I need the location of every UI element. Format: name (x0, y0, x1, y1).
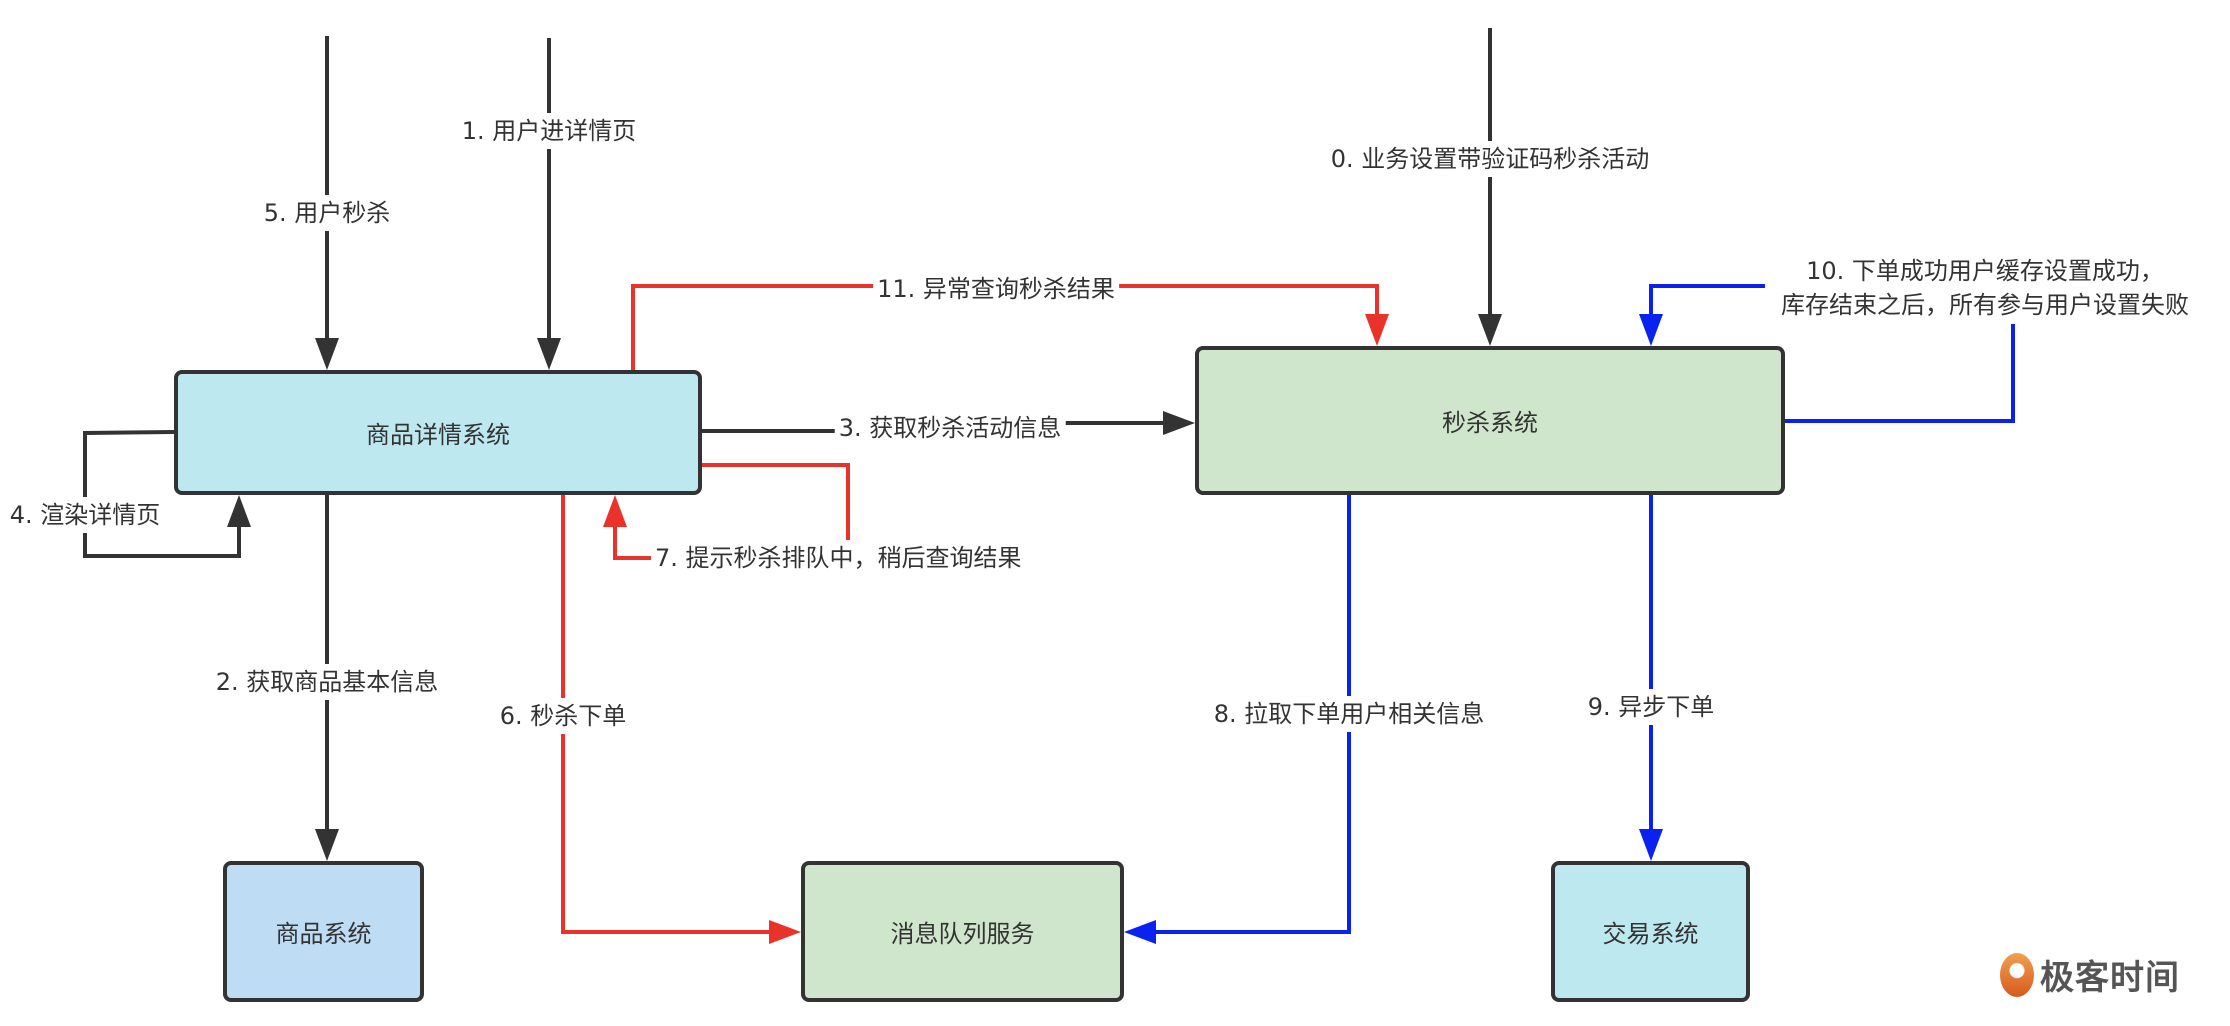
edge-label-2: 2. 获取商品基本信息 (211, 664, 443, 700)
geektime-logo-icon (2000, 952, 2034, 997)
edge-label-7: 7. 提示秒杀排队中，稍后查询结果 (651, 540, 1026, 576)
edge-label-11: 11. 异常查询秒杀结果 (873, 271, 1119, 307)
edge-label-0: 0. 业务设置带验证码秒杀活动 (1326, 141, 1654, 177)
edge-label-10: 10. 下单成功用户缓存设置成功， 库存结束之后，所有参与用户设置失败 (1777, 252, 2193, 324)
edge-label-8: 8. 拉取下单用户相关信息 (1209, 696, 1489, 732)
node-label: 秒杀系统 (1442, 409, 1538, 437)
edge-7 (603, 463, 850, 560)
node-detail-system[interactable]: 商品详情系统 (174, 370, 702, 495)
watermark-logo: 极客时间 (2000, 950, 2180, 999)
edge-8 (1124, 495, 1351, 944)
edge-5 (315, 36, 339, 370)
edge-10 (1639, 284, 2015, 423)
node-label: 消息队列服务 (890, 920, 1035, 948)
edge-label-10-line1: 10. 下单成功用户缓存设置成功， (1806, 257, 2164, 285)
node-trade-system[interactable]: 交易系统 (1551, 861, 1750, 1002)
edge-0 (1478, 28, 1502, 346)
edge-1 (537, 38, 561, 370)
edge-6 (561, 495, 801, 944)
node-seckill-system[interactable]: 秒杀系统 (1195, 346, 1785, 495)
edge-label-9: 9. 异步下单 (1583, 689, 1719, 725)
edge-label-3: 3. 获取秒杀活动信息 (834, 410, 1066, 446)
edge-9 (1639, 495, 1663, 861)
node-mq-service[interactable]: 消息队列服务 (801, 861, 1124, 1002)
edge-label-4: 4. 渲染详情页 (5, 497, 165, 533)
edge-4 (83, 430, 251, 558)
edge-label-10-line2: 库存结束之后，所有参与用户设置失败 (1781, 291, 2189, 319)
edge-2 (315, 495, 339, 861)
edge-label-1: 1. 用户进详情页 (457, 113, 641, 149)
node-label: 交易系统 (1602, 920, 1699, 948)
watermark-text: 极客时间 (2040, 958, 2180, 998)
edge-label-6: 6. 秒杀下单 (495, 698, 631, 734)
node-product-system[interactable]: 商品系统 (223, 861, 424, 1002)
edge-label-5: 5. 用户秒杀 (259, 195, 395, 231)
node-label: 商品系统 (275, 920, 372, 948)
node-label: 商品详情系统 (366, 421, 510, 449)
